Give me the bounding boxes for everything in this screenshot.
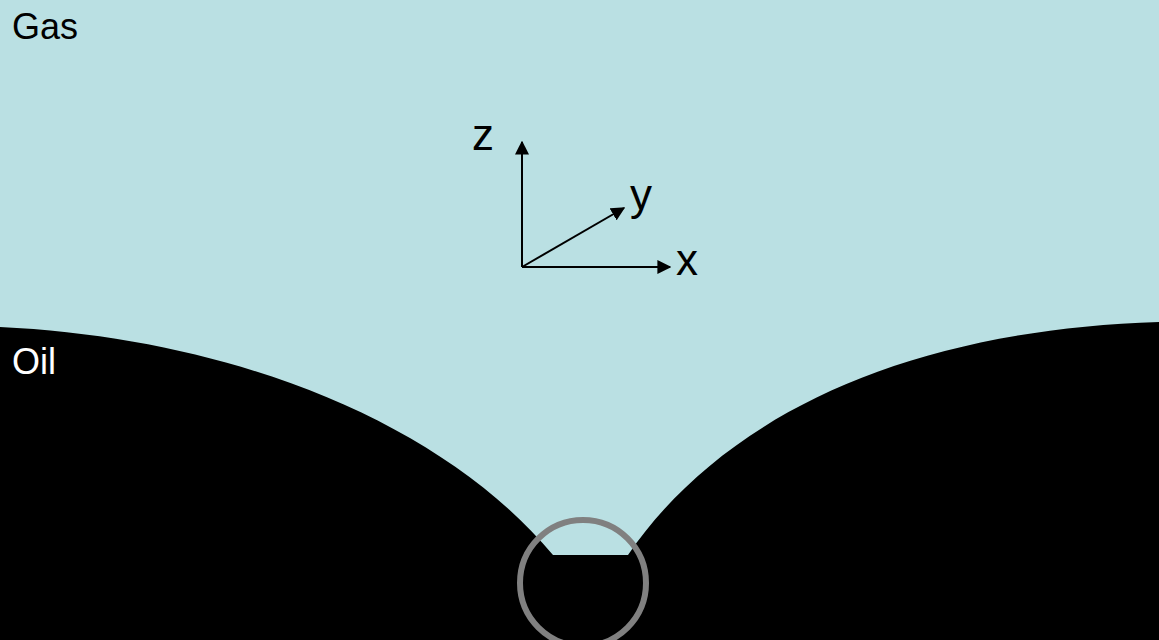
- oil-region: [0, 322, 1159, 640]
- region-label: Gas: [12, 9, 78, 45]
- z-axis: [521, 142, 523, 267]
- axis-label: x: [676, 238, 698, 282]
- axis-label: y: [630, 173, 652, 217]
- region-label: Oil: [12, 344, 56, 380]
- axis-label: z: [472, 113, 494, 157]
- highlight-circle: [520, 520, 646, 640]
- y-axis: [522, 208, 624, 267]
- x-axis: [522, 266, 670, 268]
